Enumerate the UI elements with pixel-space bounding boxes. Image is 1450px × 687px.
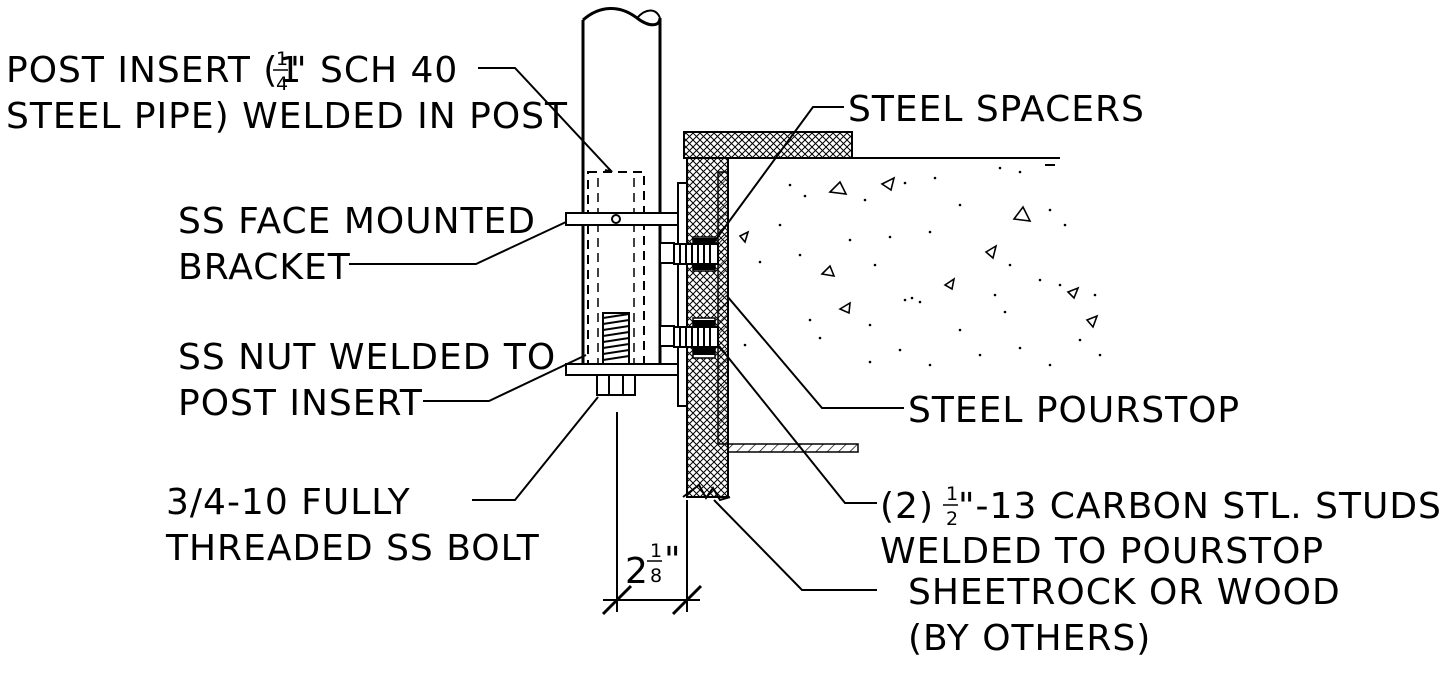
post-insert-label-a: POST INSERT (1 xyxy=(6,50,302,91)
dimension-unit: " xyxy=(664,540,682,581)
nut-label-line2: POST INSERT xyxy=(178,383,423,424)
post-insert-label-b: " SCH 40 xyxy=(290,50,458,91)
post-insert xyxy=(587,171,645,373)
pourstop-label: STEEL POURSTOP xyxy=(908,390,1240,431)
dimension-num: 1 xyxy=(650,540,662,562)
steel-pourstop xyxy=(717,157,1060,453)
post-insert-frac-num: 1 xyxy=(276,48,288,70)
bracket-label-line1: SS FACE MOUNTED xyxy=(178,201,536,242)
studs-label-a: (2) xyxy=(880,486,934,527)
bolt-head xyxy=(596,374,636,396)
post-insert-label-line1: POST INSERT (1 xyxy=(6,50,302,91)
leader-lines xyxy=(349,67,904,591)
studs-label-line2: WELDED TO POURSTOP xyxy=(880,531,1324,572)
studs-frac-num: 1 xyxy=(946,483,958,505)
slab-cap xyxy=(683,131,853,159)
concrete-texture xyxy=(738,166,1102,367)
post xyxy=(581,7,662,365)
post-insert-frac-den: 4 xyxy=(276,73,288,95)
dimension-den: 8 xyxy=(650,565,662,587)
threaded-rod xyxy=(602,312,630,366)
spacers-label: STEEL SPACERS xyxy=(848,89,1145,130)
break-line xyxy=(682,483,731,502)
bolt-label-line1: 3/4-10 FULLY xyxy=(166,482,411,523)
carbon-steel-studs xyxy=(659,238,719,355)
sheetrock-label-line2: (BY OTHERS) xyxy=(908,618,1151,659)
dimension-whole: 2 xyxy=(625,551,649,592)
nut-label-line1: SS NUT WELDED TO xyxy=(178,337,556,378)
studs-label-b: "-13 CARBON STL. STUDS xyxy=(958,486,1442,527)
post-insert-label-line2: STEEL PIPE) WELDED IN POST xyxy=(6,96,568,137)
sheetrock-label-line1: SHEETROCK OR WOOD xyxy=(908,572,1341,613)
studs-frac-den: 2 xyxy=(946,508,958,530)
bracket-label-line2: BRACKET xyxy=(178,247,351,288)
dimension-2-1-8: 2 1 8 " xyxy=(601,412,703,616)
bolt-label-line2: THREADED SS BOLT xyxy=(165,528,540,569)
